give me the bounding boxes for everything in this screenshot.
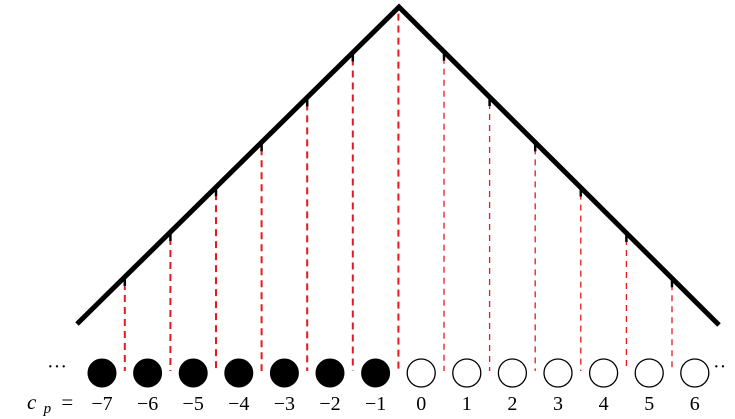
site-label: 0 xyxy=(416,393,426,415)
site-label: 5 xyxy=(644,393,654,415)
site-label: 6 xyxy=(690,393,700,415)
site-label: −4 xyxy=(228,393,249,415)
site-label: −6 xyxy=(137,393,158,415)
site-label: −1 xyxy=(365,393,386,415)
hole-circle xyxy=(588,358,619,388)
site-labels-group: −7 −6 −5 −4 −3 −2 −1 0 1 2 3 4 5 6 xyxy=(91,393,699,415)
site-label: 2 xyxy=(507,393,517,415)
dashed-lines-group xyxy=(123,13,673,371)
particle-circle xyxy=(87,358,117,388)
particle-circle xyxy=(178,358,208,388)
site-label: −2 xyxy=(319,393,340,415)
site-label: 3 xyxy=(553,393,563,415)
particle-circle xyxy=(361,358,391,388)
particle-circle xyxy=(269,358,299,388)
profile-outline xyxy=(75,3,721,327)
hole-circle xyxy=(543,358,573,388)
particle-circle xyxy=(133,358,163,388)
particle-circle xyxy=(315,358,345,388)
site-label: −5 xyxy=(183,393,204,415)
site-label: 1 xyxy=(462,393,472,415)
hole-circle xyxy=(452,358,482,388)
hole-circle xyxy=(497,358,528,388)
cp-symbol: c xyxy=(27,390,37,414)
ellipsis-left: ··· xyxy=(47,356,67,378)
site-label: −3 xyxy=(274,393,295,415)
site-circles-group xyxy=(87,358,710,388)
cp-label: c p = xyxy=(27,390,73,418)
site-label: 4 xyxy=(599,393,609,415)
hole-circle xyxy=(680,358,710,388)
site-label: −7 xyxy=(91,393,112,415)
profile-outline-group xyxy=(75,3,721,327)
cp-subscript: p xyxy=(43,401,52,417)
ellipsis-right: ·· xyxy=(713,356,726,378)
particle-circle xyxy=(224,358,254,388)
cp-equals: = xyxy=(61,390,73,414)
hole-circle xyxy=(406,358,436,388)
tick-marks-group xyxy=(123,50,674,288)
hole-circle xyxy=(634,358,664,388)
